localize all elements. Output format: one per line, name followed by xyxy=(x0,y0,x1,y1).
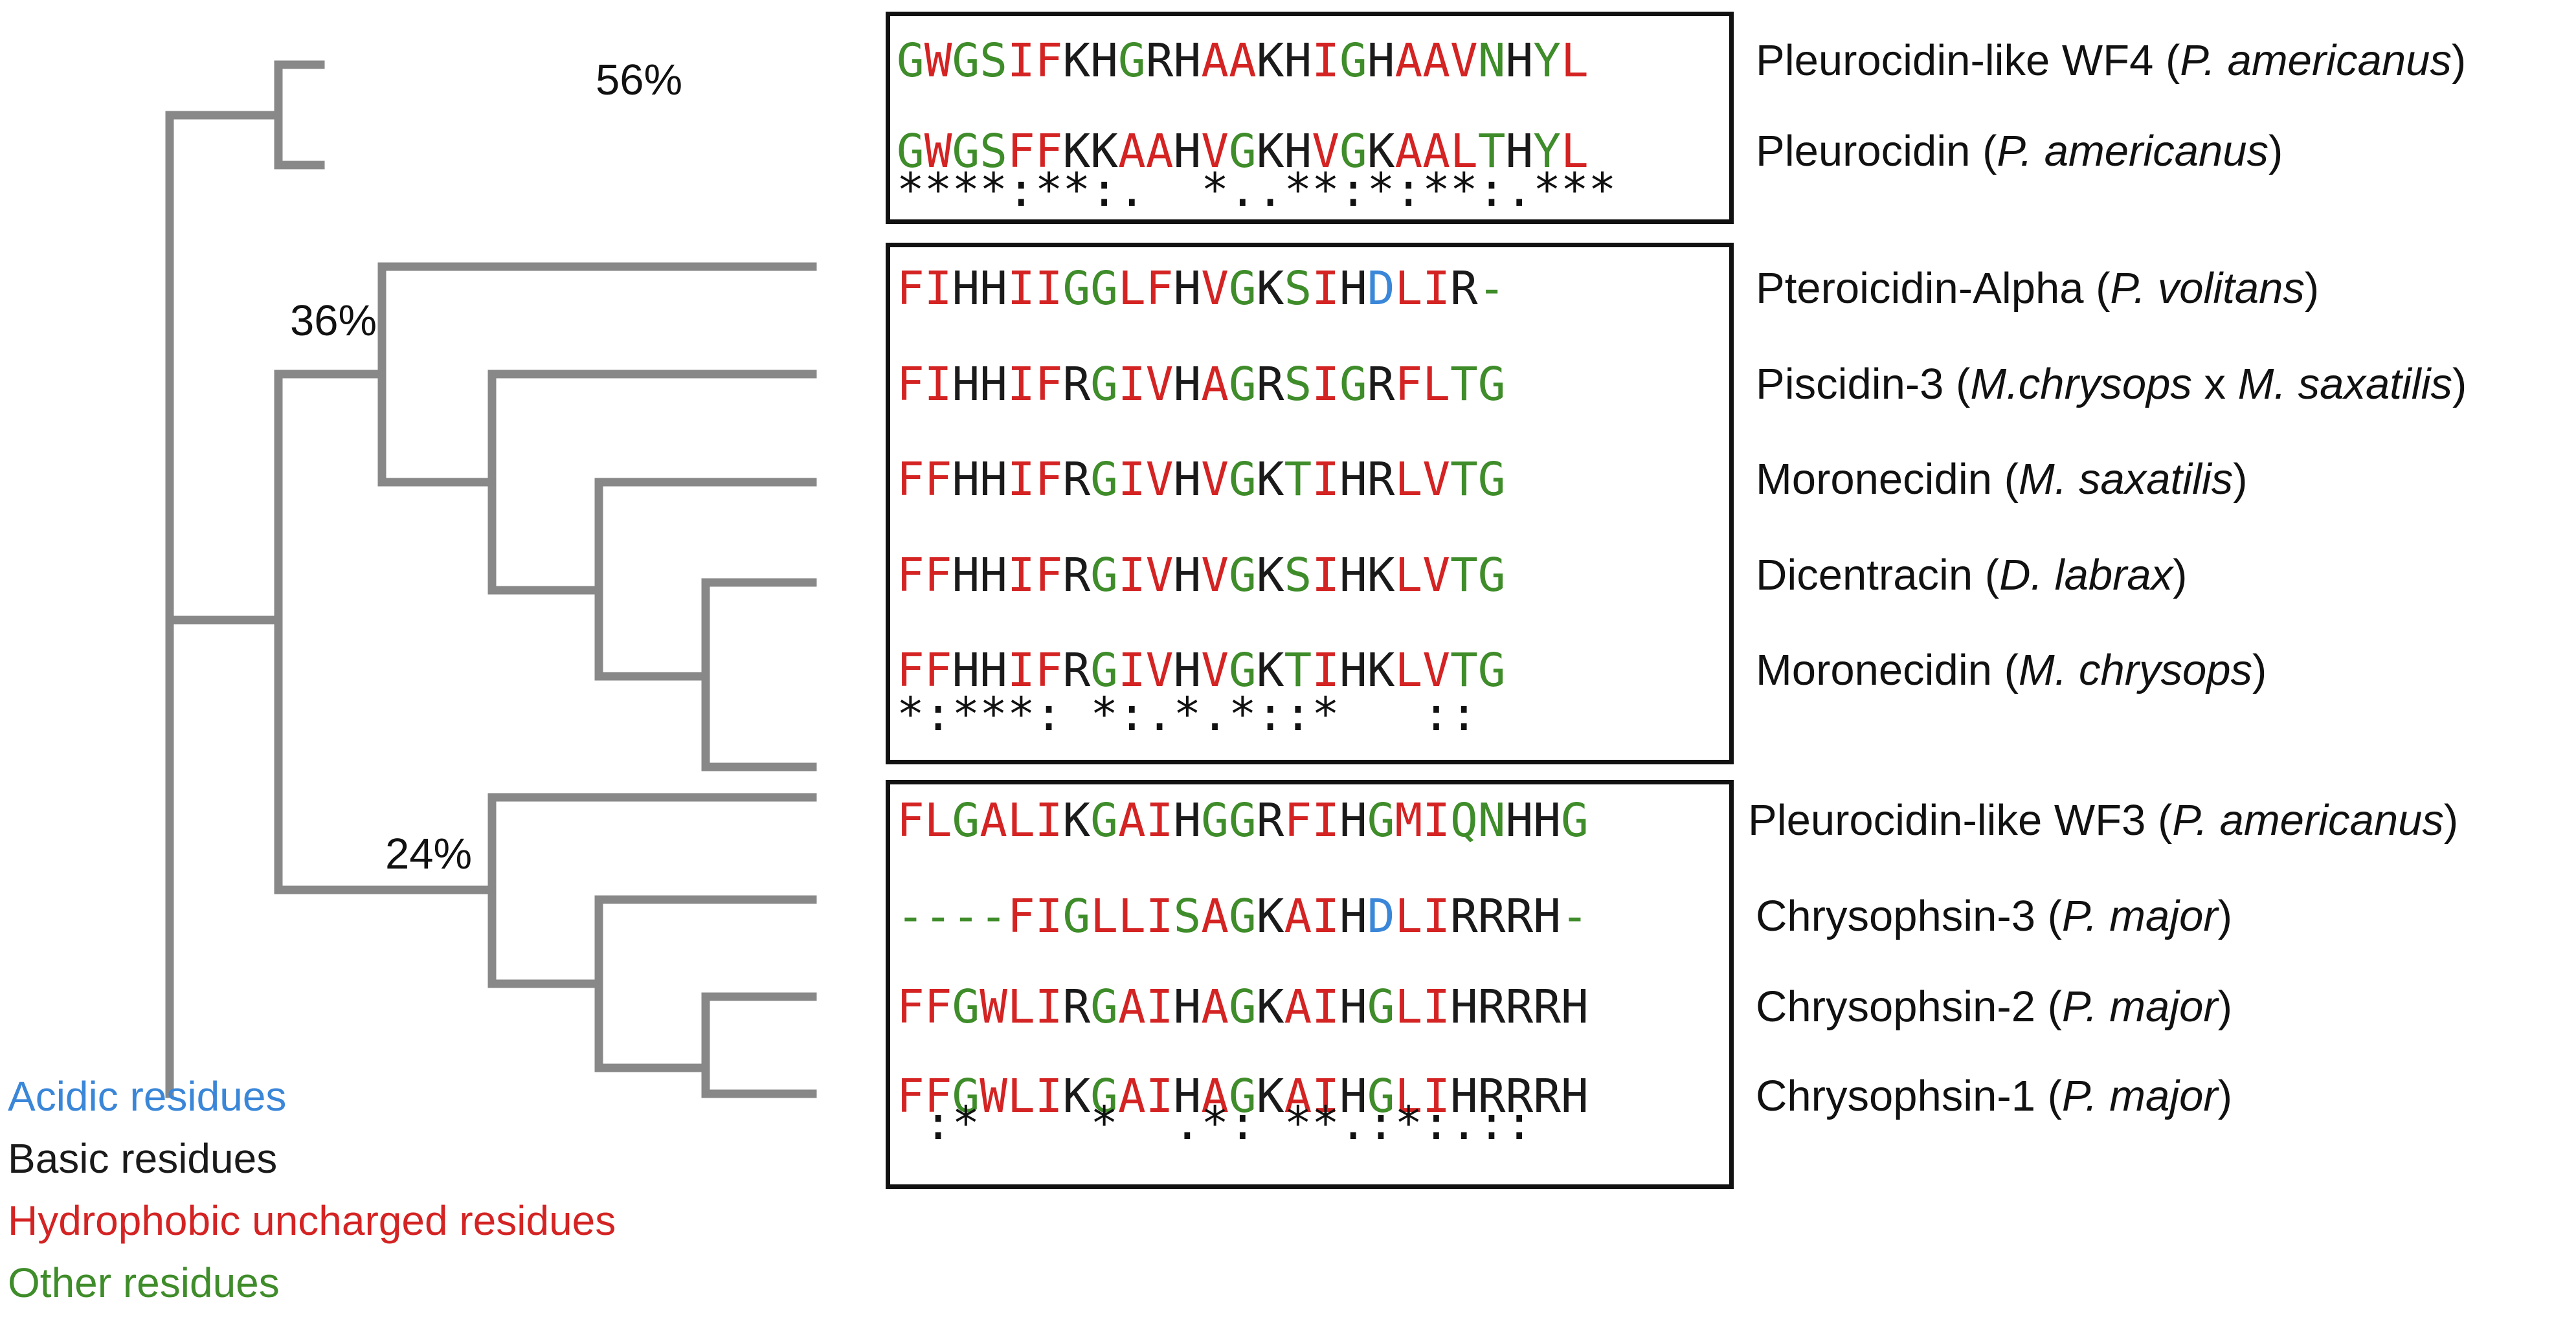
conservation-line: :* * .*: **.:*:.:: xyxy=(897,1096,1534,1150)
legend-item-hydrophobic: Hydrophobic uncharged residues xyxy=(8,1197,616,1244)
sequence-label: Pleurocidin-like WF3 (P. americanus) xyxy=(1748,796,2459,845)
sequence-label: Pteroicidin-Alpha (P. volitans) xyxy=(1756,264,2320,313)
alignment-box-1 xyxy=(886,12,1734,224)
sequence-label: Moronecidin (M. chrysops) xyxy=(1756,646,2267,694)
sequence-row: FIHHIIGGLFHVGKSIHDLIR- xyxy=(897,261,1506,315)
legend-item-acidic: Acidic residues xyxy=(8,1073,287,1120)
sequence-label: Dicentracin (D. labrax) xyxy=(1756,551,2188,599)
legend-item-basic: Basic residues xyxy=(8,1135,278,1182)
sequence-label: Pleurocidin (P. americanus) xyxy=(1756,127,2283,175)
sequence-row: ----FIGLLISAGKAIHDLIRRRH- xyxy=(897,889,1589,943)
sequence-row: FFHHIFRGIVHVGKTIHKLVTG xyxy=(897,643,1506,697)
sequence-row: FFHHIFRGIVHVGKTIHRLVTG xyxy=(897,452,1506,506)
sequence-row: FLGALIKGAIHGGRFIHGMIQNHHG xyxy=(897,793,1589,847)
support-value: 56% xyxy=(596,56,683,104)
sequence-label: Chrysophsin-2 (P. major) xyxy=(1756,982,2233,1031)
conservation-line: *:***: *:.*.*::* :: xyxy=(897,687,1478,741)
legend-item-other: Other residues xyxy=(8,1259,280,1306)
conservation-line: ****:**:. *..**:*:**:.*** xyxy=(897,163,1617,217)
support-value: 24% xyxy=(385,830,473,878)
support-value: 36% xyxy=(290,296,377,345)
sequence-row: FFGWLIKGAIHAGKAIHGLIHRRRH xyxy=(897,1069,1589,1123)
sequence-label: Chrysophsin-3 (P. major) xyxy=(1756,892,2233,940)
sequence-label: Chrysophsin-1 (P. major) xyxy=(1756,1072,2233,1120)
sequence-row: GWGSIFKHGRHAAKHIGHAAVNHYL xyxy=(897,34,1589,87)
alignment-box-3 xyxy=(886,780,1734,1189)
sequence-label: Pleurocidin-like WF4 (P. americanus) xyxy=(1756,36,2467,85)
alignment-box-2 xyxy=(886,243,1734,764)
sequence-row: FFHHIFRGIVHVGKSIHKLVTG xyxy=(897,548,1506,602)
sequence-row: GWGSFFKKAAHVGKHVGKAALTHYL xyxy=(897,124,1589,178)
phylogenetic-tree xyxy=(165,60,817,1098)
sequence-row: FIHHIFRGIVHAGRSIGRFLTG xyxy=(897,357,1506,411)
sequence-label: Moronecidin (M. saxatilis) xyxy=(1756,455,2248,504)
sequence-label: Piscidin-3 (M.chrysops x M. saxatilis) xyxy=(1756,360,2467,408)
sequence-row: FFGWLIRGAIHAGKAIHGLIHRRRH xyxy=(897,980,1589,1034)
